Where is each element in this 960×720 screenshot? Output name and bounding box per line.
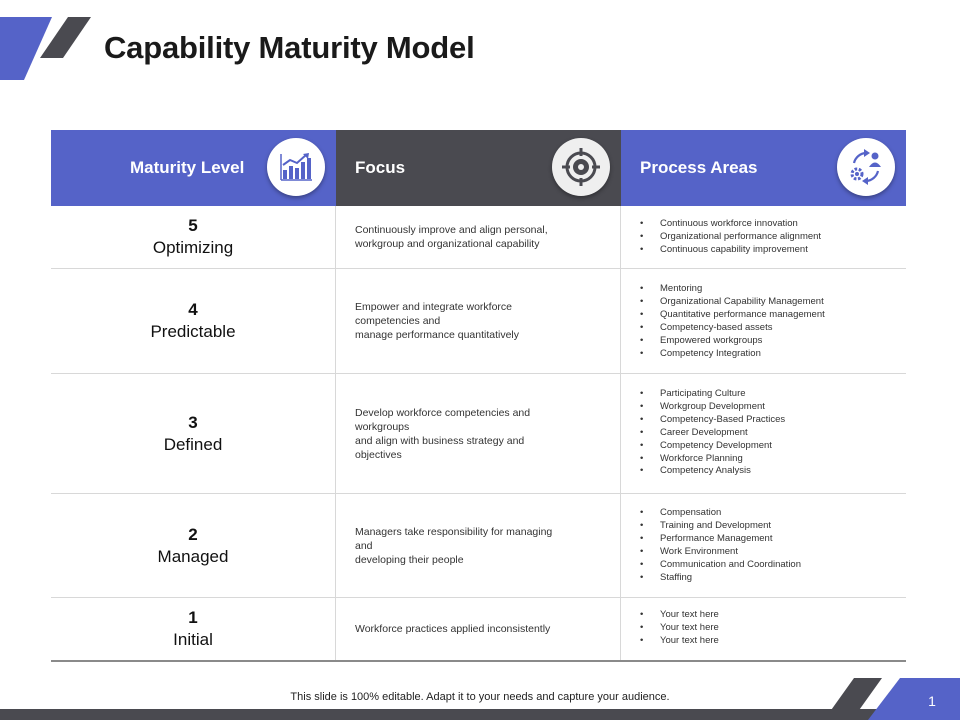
- maturity-level-cell: 3 Defined: [51, 374, 336, 493]
- level-name: Predictable: [150, 322, 236, 341]
- footer-note: This slide is 100% editable. Adapt it to…: [290, 691, 670, 703]
- list-item: Competency Integration: [640, 348, 825, 361]
- maturity-level-cell: 4 Predictable: [51, 269, 336, 373]
- process-areas-cell: Your text here Your text here Your text …: [621, 598, 906, 660]
- maturity-table: Maturity Level Focus: [51, 130, 906, 662]
- process-areas-list: Your text here Your text here Your text …: [640, 609, 719, 648]
- list-item: Mentoring: [640, 283, 825, 296]
- list-item: Organizational Capability Management: [640, 296, 825, 309]
- level-name: Initial: [173, 630, 213, 649]
- list-item: Competency-Based Practices: [640, 414, 785, 427]
- process-areas-cell: Compensation Training and Development Pe…: [621, 494, 906, 597]
- maturity-level-cell: 1 Initial: [51, 598, 336, 660]
- list-item: Continuous workforce innovation: [640, 218, 821, 231]
- focus-text: Workforce practices applied inconsistent…: [355, 623, 551, 635]
- table-header: Maturity Level Focus: [51, 130, 906, 206]
- list-item: Continuous capability improvement: [640, 244, 821, 257]
- level-name: Optimizing: [152, 238, 234, 257]
- level-number: 4: [188, 300, 198, 319]
- table-row: 5 Optimizing Continuously improve and al…: [51, 206, 906, 269]
- process-areas-list: Mentoring Organizational Capability Mana…: [640, 283, 825, 360]
- list-item: Workgroup Development: [640, 401, 785, 414]
- header-process-areas-label: Process Areas: [640, 158, 758, 177]
- list-item: Your text here: [640, 609, 719, 622]
- list-item: Competency Development: [640, 440, 785, 453]
- list-item: Your text here: [640, 635, 719, 648]
- focus-cell: Develop workforce competencies and workg…: [336, 374, 621, 493]
- list-item: Staffing: [640, 572, 801, 585]
- focus-cell: Empower and integrate workforce competen…: [336, 269, 621, 373]
- corner-decoration-bottom-right: [824, 678, 960, 720]
- list-item: Performance Management: [640, 533, 801, 546]
- list-item: Competency Analysis: [640, 465, 785, 478]
- level-number: 5: [188, 216, 198, 235]
- level-number: 1: [188, 608, 198, 627]
- page-title: Capability Maturity Model: [104, 30, 475, 65]
- growth-chart-icon: [267, 138, 325, 196]
- process-areas-cell: Participating Culture Workgroup Developm…: [621, 374, 906, 493]
- focus-cell: Continuously improve and align personal,…: [336, 206, 621, 268]
- header-focus-label: Focus: [355, 158, 406, 177]
- table-row: 2 Managed Managers take responsibility f…: [51, 494, 906, 598]
- target-icon: [552, 138, 610, 196]
- focus-cell: Managers take responsibility for managin…: [336, 494, 621, 597]
- header-maturity-level-label: Maturity Level: [130, 158, 245, 177]
- header-maturity-level: Maturity Level: [51, 130, 336, 206]
- list-item: Organizational performance alignment: [640, 231, 821, 244]
- focus-text: Continuously improve and align personal,…: [355, 224, 548, 250]
- list-item: Participating Culture: [640, 388, 785, 401]
- maturity-level-cell: 5 Optimizing: [51, 206, 336, 268]
- page-number: 1: [928, 693, 936, 709]
- process-areas-cell: Continuous workforce innovation Organiza…: [621, 206, 906, 268]
- table-row: 3 Defined Develop workforce competencies…: [51, 374, 906, 494]
- focus-cell: Workforce practices applied inconsistent…: [336, 598, 621, 660]
- header-focus: Focus: [336, 130, 621, 206]
- maturity-level-cell: 2 Managed: [51, 494, 336, 597]
- level-name: Managed: [157, 546, 229, 566]
- process-areas-list: Continuous workforce innovation Organiza…: [640, 218, 821, 257]
- list-item: Competency-based assets: [640, 322, 825, 335]
- process-areas-list: Compensation Training and Development Pe…: [640, 507, 801, 584]
- table-row: 1 Initial Workforce practices applied in…: [51, 598, 906, 662]
- focus-text: Develop workforce competencies and workg…: [355, 406, 531, 461]
- list-item: Career Development: [640, 427, 785, 440]
- list-item: Quantitative performance management: [640, 309, 825, 322]
- focus-text: Empower and integrate workforce competen…: [355, 301, 520, 341]
- level-name: Defined: [163, 434, 223, 454]
- list-item: Compensation: [640, 507, 801, 520]
- list-item: Workforce Planning: [640, 453, 785, 466]
- header-process-areas: Process Areas: [621, 130, 906, 206]
- footer-bar: [0, 709, 960, 720]
- list-item: Communication and Coordination: [640, 559, 801, 572]
- focus-text: Managers take responsibility for managin…: [355, 525, 553, 566]
- level-number: 3: [188, 412, 198, 432]
- table-row: 4 Predictable Empower and integrate work…: [51, 269, 906, 374]
- list-item: Work Environment: [640, 546, 801, 559]
- corner-decoration-top-left: [0, 17, 91, 80]
- list-item: Your text here: [640, 622, 719, 635]
- process-cycle-icon: [837, 138, 895, 196]
- process-areas-cell: Mentoring Organizational Capability Mana…: [621, 269, 906, 373]
- list-item: Training and Development: [640, 520, 801, 533]
- level-number: 2: [188, 524, 198, 544]
- list-item: Empowered workgroups: [640, 335, 825, 348]
- process-areas-list: Participating Culture Workgroup Developm…: [640, 388, 785, 478]
